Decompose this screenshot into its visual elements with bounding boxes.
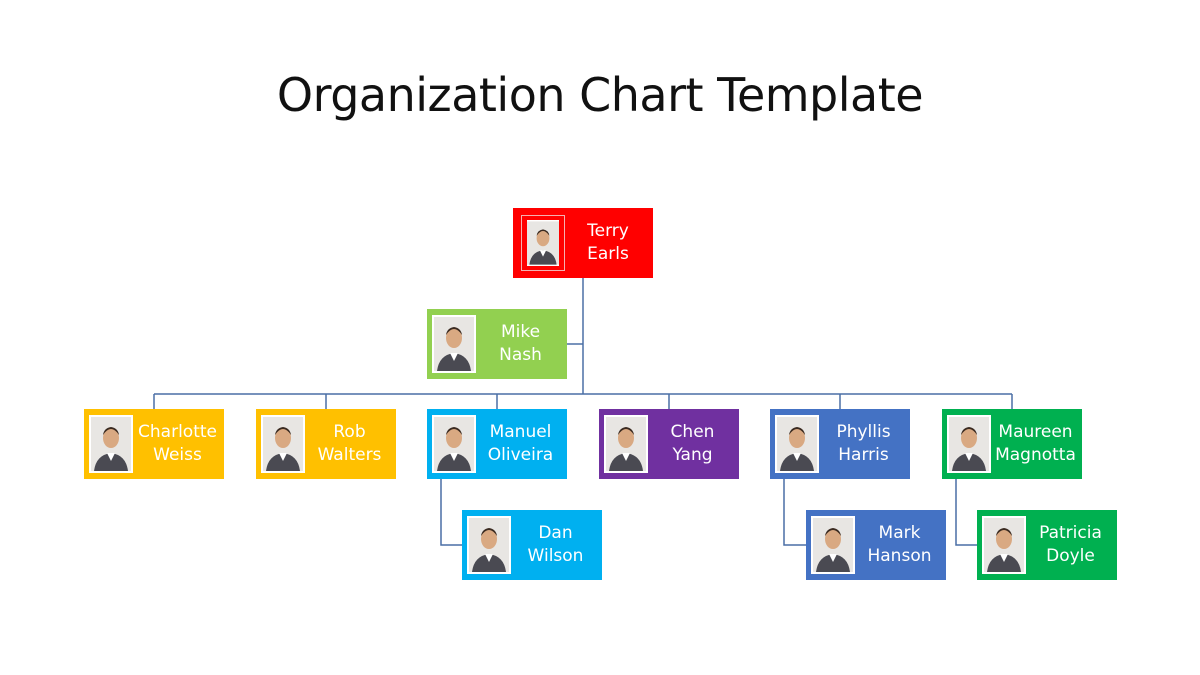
- person-photo-icon: [261, 415, 305, 473]
- last-name: Yang: [672, 445, 713, 465]
- person-name: Maureen Magnotta: [991, 421, 1082, 467]
- person-name: Terry Earls: [565, 220, 653, 266]
- person-name: Charlotte Weiss: [133, 421, 224, 467]
- org-node-dan-wilson[interactable]: Dan Wilson: [462, 510, 602, 580]
- last-name: Earls: [587, 244, 629, 264]
- org-node-manuel-oliveira[interactable]: Manuel Oliveira: [427, 409, 567, 479]
- last-name: Weiss: [153, 445, 202, 465]
- first-name: Dan: [538, 523, 573, 543]
- person-photo-icon: [521, 215, 565, 271]
- first-name: Manuel: [489, 422, 552, 442]
- page-title: Organization Chart Template: [276, 68, 924, 122]
- org-node-phyllis-harris[interactable]: Phyllis Harris: [770, 409, 910, 479]
- person-photo-icon: [432, 315, 476, 373]
- org-node-patricia-doyle[interactable]: Patricia Doyle: [977, 510, 1117, 580]
- first-name: Terry: [587, 221, 629, 241]
- person-photo-icon: [811, 516, 855, 574]
- person-photo-icon: [982, 516, 1026, 574]
- org-node-chen-yang[interactable]: Chen Yang: [599, 409, 739, 479]
- last-name: Nash: [499, 345, 542, 365]
- last-name: Magnotta: [995, 445, 1076, 465]
- person-name: Manuel Oliveira: [476, 421, 567, 467]
- first-name: Chen: [670, 422, 715, 442]
- org-node-maureen-magnotta[interactable]: Maureen Magnotta: [942, 409, 1082, 479]
- person-name: Phyllis Harris: [819, 421, 910, 467]
- last-name: Walters: [317, 445, 382, 465]
- person-name: Dan Wilson: [511, 522, 602, 568]
- person-name: Rob Walters: [305, 421, 396, 467]
- person-name: Mike Nash: [476, 321, 567, 367]
- first-name: Maureen: [998, 422, 1073, 442]
- last-name: Oliveira: [487, 445, 554, 465]
- last-name: Harris: [838, 445, 889, 465]
- first-name: Mark: [878, 523, 921, 543]
- person-photo-icon: [775, 415, 819, 473]
- person-photo-icon: [432, 415, 476, 473]
- connector-mark: [783, 479, 806, 546]
- org-node-rob-walters[interactable]: Rob Walters: [256, 409, 396, 479]
- first-name: Mike: [500, 322, 541, 342]
- last-name: Wilson: [527, 546, 584, 566]
- person-photo-icon: [89, 415, 133, 473]
- org-node-terry-earls[interactable]: Terry Earls: [513, 208, 653, 278]
- person-name: Chen Yang: [648, 421, 739, 467]
- org-node-mike-nash[interactable]: Mike Nash: [427, 309, 567, 379]
- first-name: Patricia: [1039, 523, 1102, 543]
- person-name: Patricia Doyle: [1026, 522, 1117, 568]
- person-photo-icon: [604, 415, 648, 473]
- person-photo-icon: [947, 415, 991, 473]
- first-name: Rob: [333, 422, 366, 442]
- connector-dan: [440, 479, 462, 546]
- org-node-charlotte-weiss[interactable]: Charlotte Weiss: [84, 409, 224, 479]
- org-node-mark-hanson[interactable]: Mark Hanson: [806, 510, 946, 580]
- person-name: Mark Hanson: [855, 522, 946, 568]
- connector-patricia: [955, 479, 977, 546]
- person-photo-icon: [467, 516, 511, 574]
- last-name: Hanson: [867, 546, 932, 566]
- first-name: Phyllis: [836, 422, 891, 442]
- first-name: Charlotte: [138, 422, 217, 442]
- last-name: Doyle: [1046, 546, 1095, 566]
